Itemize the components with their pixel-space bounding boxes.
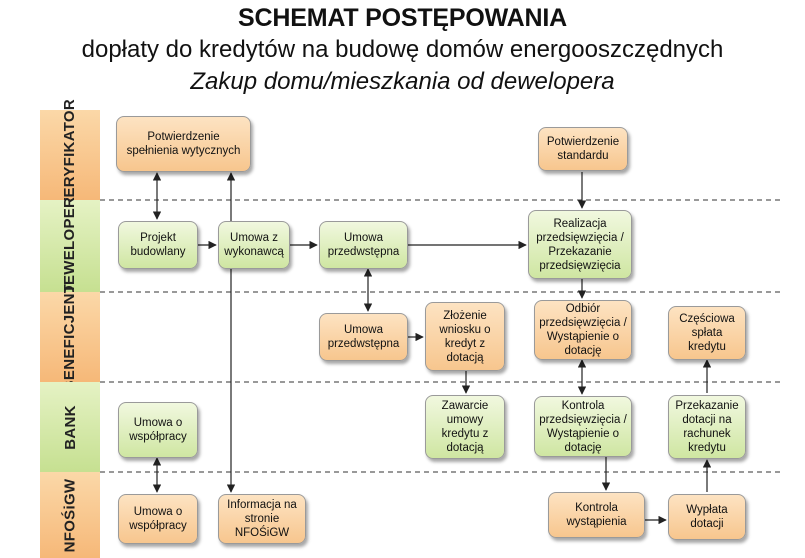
- lane-deweloper: DEWELOPER: [40, 196, 100, 296]
- node-potwierdzenie-standardu: Potwierdzenie standardu: [538, 127, 628, 171]
- node-umowa-przedwstepna-beneficjent: Umowa przedwstępna: [319, 313, 408, 361]
- diagram-subtitle: dopłaty do kredytów na budowę domów ener…: [81, 36, 724, 63]
- lane-nfosigw: NFOŚiGW: [40, 472, 100, 558]
- diagram-title: SCHEMAT POSTĘPOWANIA: [238, 4, 567, 32]
- node-zlozenie-wniosku: Złożenie wniosku o kredyt z dotacją: [425, 302, 505, 371]
- node-potwierdzenie-wytycznych: Potwierdzenie spełnienia wytycznych: [116, 116, 251, 172]
- node-umowa-przedwstepna-deweloper: Umowa przedwstępna: [319, 221, 408, 269]
- node-umowa-o-wspolpracy-bank: Umowa o współpracy: [118, 402, 198, 458]
- node-umowa-z-wykonawca: Umowa z wykonawcą: [218, 221, 290, 269]
- node-projekt-budowlany: Projekt budowlany: [118, 221, 198, 269]
- node-czesciowa-splata: Częściowa spłata kredytu: [668, 306, 746, 360]
- lane-beneficjent: BENEFICJENT: [40, 283, 100, 391]
- node-informacja-na-stronie: Informacja na stronie NFOŚiGW: [218, 494, 306, 544]
- lane-weryfikator: WERYFIKATOR: [40, 98, 100, 212]
- node-realizacja-przedsiewziecia: Realizacja przedsięwzięcia / Przekazanie…: [528, 210, 632, 279]
- node-kontrola-przedsiewziecia: Kontrola przedsięwzięcia / Wystąpienie o…: [534, 396, 632, 457]
- node-zawarcie-umowy-kredytu: Zawarcie umowy kredytu z dotacją: [425, 395, 505, 459]
- node-umowa-o-wspolpracy-nfosigw: Umowa o współpracy: [118, 494, 198, 544]
- node-przekazanie-dotacji: Przekazanie dotacji na rachunek kredytu: [668, 395, 746, 459]
- diagram-subtitle-2: Zakup domu/mieszkania od dewelopera: [190, 68, 615, 95]
- node-odbior-przedsiewziecia: Odbiór przedsięwzięcia / Wystąpienie o d…: [534, 300, 632, 360]
- lane-bank: BANK: [40, 382, 100, 472]
- node-kontrola-wystapienia: Kontrola wystąpienia: [548, 492, 645, 538]
- node-wyplata-dotacji: Wypłata dotacji: [668, 494, 746, 540]
